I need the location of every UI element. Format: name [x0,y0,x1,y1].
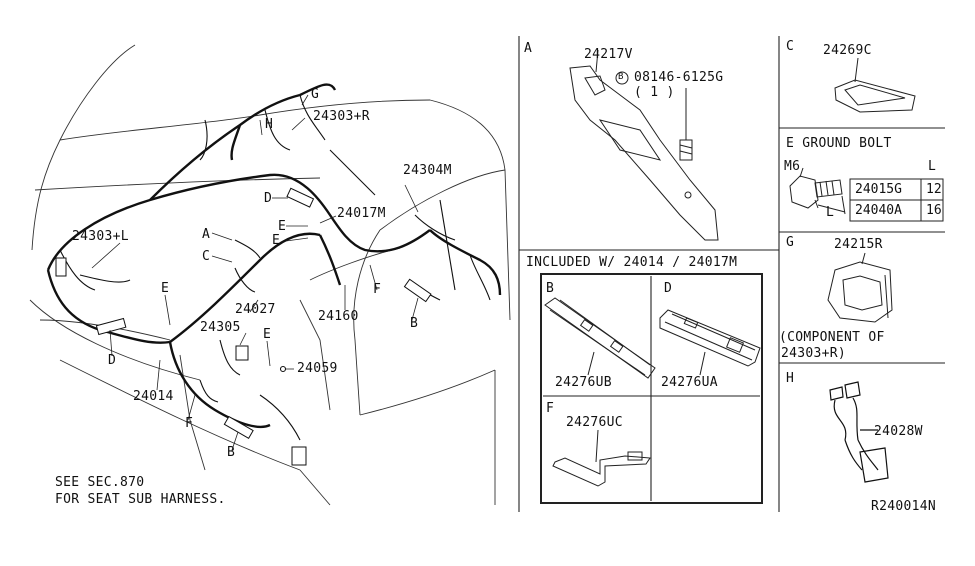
label-c-main: C [202,249,211,264]
part-24276ub: 24276UB [555,375,612,390]
label-d-main-top: D [264,191,273,206]
panel-e-title: E GROUND BOLT [786,136,892,151]
part-24028w: 24028W [874,424,923,439]
label-f-main-1: F [373,282,382,297]
label-d-main-bottom: D [108,353,117,368]
label-b-main-2: B [227,445,236,460]
included-title: INCLUDED W/ 24014 / 24017M [526,255,738,270]
label-24059: 24059 [297,361,338,376]
included-d-letter: D [664,281,673,296]
label-24017m: 24017M [337,206,386,221]
bolt-quantity: ( 1 ) [634,85,675,100]
part-08146-6125g: 08146-6125G [634,70,724,85]
bolt-table-part-2: 24040A [855,203,902,218]
included-parts-box [540,273,763,504]
bolt-table-length-2: 16 [926,203,942,218]
label-e-main-3: E [161,281,170,296]
length-column-header: L [928,159,937,174]
protector-24276ua-drawing [659,309,761,376]
bolt-table-length-1: 12 [926,182,942,197]
diagram-code: R240014N [871,499,937,514]
main-wiring-harness [46,83,502,429]
panel-a-letter: A [524,41,533,56]
panel-h-letter: H [786,371,795,386]
bolt-table-part-1: 24015G [855,182,902,197]
part-24269c: 24269C [823,43,872,58]
label-24304m: 24304M [403,163,452,178]
panel-g-letter: G [786,235,795,250]
leader-lines [91,94,419,451]
part-24276uc: 24276UC [566,415,623,430]
label-24160: 24160 [318,309,359,324]
included-b-letter: B [546,281,555,296]
protector-24276uc-drawing [552,429,651,487]
note-seat-sub-harness: FOR SEAT SUB HARNESS. [55,492,226,507]
label-g-main: G [311,87,320,102]
note-see-sec-870: SEE SEC.870 [55,475,145,490]
bracket-24217v-drawing [569,49,719,241]
label-e-main-1: E [278,219,287,234]
ground-bolt-table [849,178,944,222]
label-24303l: 24303+L [72,229,129,244]
label-a-main: A [202,227,211,242]
protector-24276ub-drawing [544,297,656,379]
connector-blocks [55,187,432,466]
part-24215r: 24215R [834,237,883,252]
label-e-main-4: E [263,327,272,342]
label-h-main: H [265,117,274,132]
label-f-main-2: F [185,416,194,431]
part-24217v: 24217V [584,47,633,62]
label-24305: 24305 [200,320,241,335]
label-24027: 24027 [235,302,276,317]
panel-c-letter: C [786,39,795,54]
ground-bolt-drawing [789,167,846,215]
ground-point-24059 [279,365,287,373]
panel-g-note-2: 24303+R) [781,346,847,361]
length-dimension-mark: L [826,205,835,220]
panel-g-note-1: (COMPONENT OF [779,330,885,345]
clip-24215r-drawing [827,252,893,323]
pad-24269c-drawing [834,57,916,113]
label-b-main-1: B [410,316,419,331]
bolt-mark-b: B [618,72,624,82]
bolt-size-m6: M6 [784,159,801,174]
included-f-letter: F [546,401,555,416]
label-24014: 24014 [133,389,174,404]
vehicle-body-outline [29,44,511,506]
label-24303r: 24303+R [313,109,370,124]
harness-24028w-drawing [829,381,889,483]
label-e-main-2: E [272,233,281,248]
part-24276ua: 24276UA [661,375,718,390]
branch-wires [59,94,491,441]
